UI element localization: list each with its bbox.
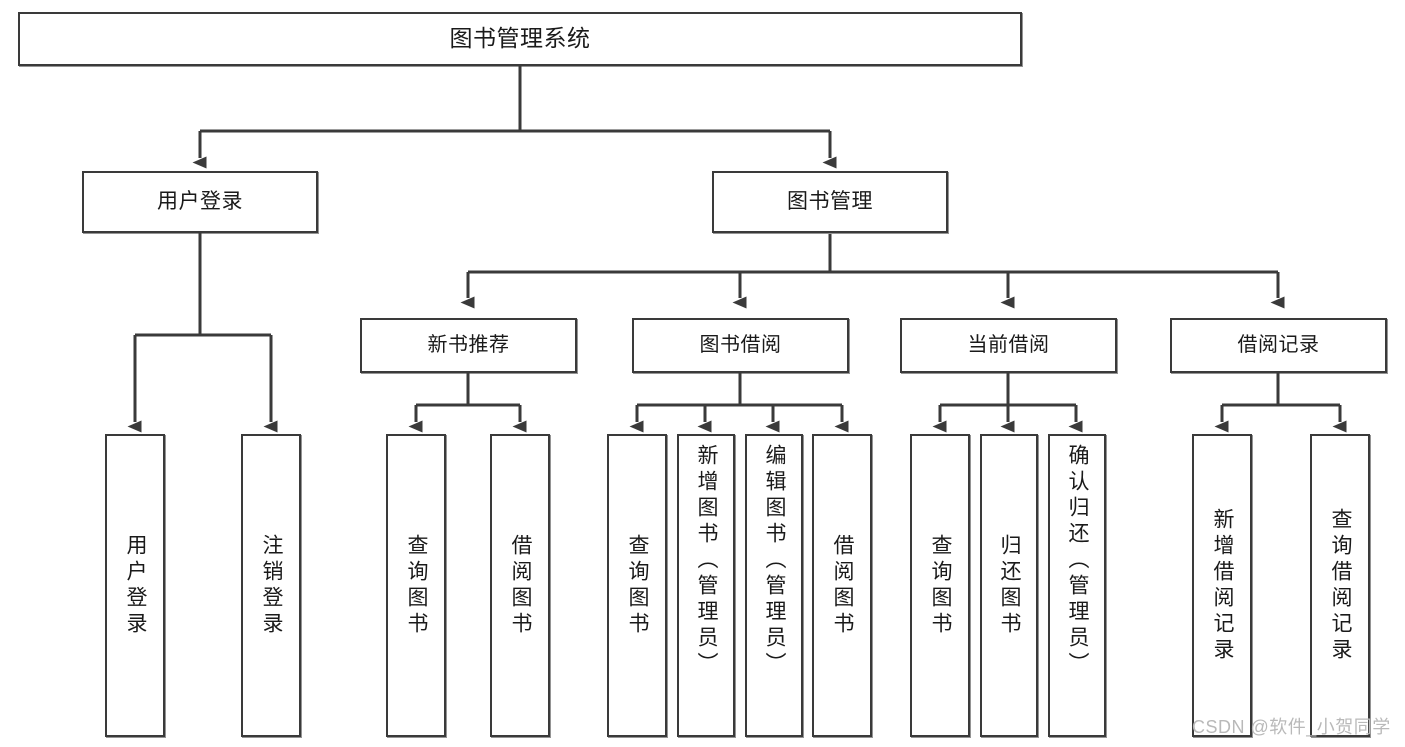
node-label: 借阅图书: [509, 533, 533, 638]
node-label: 新增借阅记录: [1211, 507, 1235, 664]
leaf-borrow-book-borrow[interactable]: 借阅图书: [812, 434, 872, 737]
node-label: 用户登录: [157, 189, 243, 213]
node-label: 借阅图书: [831, 533, 855, 638]
node-root-book-management-system[interactable]: 图书管理系统: [18, 12, 1022, 66]
node-label: 归还图书: [998, 533, 1022, 638]
node-label: 查询图书: [626, 533, 650, 638]
leaf-query-book-current[interactable]: 查询图书: [910, 434, 970, 737]
node-label: 新书推荐: [427, 333, 510, 356]
leaf-add-borrow-record[interactable]: 新增借阅记录: [1192, 434, 1252, 737]
node-label: 确认归还（管理员）: [1066, 444, 1090, 678]
node-label: 图书借阅: [699, 333, 782, 356]
leaf-return-book[interactable]: 归还图书: [980, 434, 1038, 737]
node-label: 查询借阅记录: [1329, 507, 1353, 664]
leaf-borrow-book-recommend[interactable]: 借阅图书: [490, 434, 550, 737]
node-label: 编辑图书（管理员）: [763, 444, 787, 678]
node-label: 注销登录: [260, 533, 284, 638]
node-label: 图书管理: [787, 189, 873, 213]
node-label: 新增图书（管理员）: [695, 444, 719, 678]
node-label: 当前借阅: [967, 333, 1050, 356]
node-label: 查询图书: [929, 533, 953, 638]
csdn-watermark: CSDN @软件_小贺同学: [1192, 717, 1391, 737]
leaf-logout[interactable]: 注销登录: [241, 434, 301, 737]
node-current-borrow[interactable]: 当前借阅: [900, 318, 1117, 373]
leaf-query-book-recommend[interactable]: 查询图书: [386, 434, 446, 737]
leaf-user-login[interactable]: 用户登录: [105, 434, 165, 737]
leaf-add-book[interactable]: 新增图书（管理员）: [677, 434, 735, 737]
node-book-manage[interactable]: 图书管理: [712, 171, 948, 233]
leaf-edit-book[interactable]: 编辑图书（管理员）: [745, 434, 803, 737]
leaf-query-book-borrow[interactable]: 查询图书: [607, 434, 667, 737]
node-user-login[interactable]: 用户登录: [82, 171, 318, 233]
node-borrow-record[interactable]: 借阅记录: [1170, 318, 1387, 373]
node-label: 查询图书: [405, 533, 429, 638]
node-new-book-recommend[interactable]: 新书推荐: [360, 318, 577, 373]
node-label: 用户登录: [124, 533, 148, 638]
node-label: 图书管理系统: [449, 25, 591, 52]
leaf-confirm-return[interactable]: 确认归还（管理员）: [1048, 434, 1106, 737]
leaf-query-borrow-record[interactable]: 查询借阅记录: [1310, 434, 1370, 737]
node-label: 借阅记录: [1237, 333, 1320, 356]
node-book-borrow[interactable]: 图书借阅: [632, 318, 849, 373]
